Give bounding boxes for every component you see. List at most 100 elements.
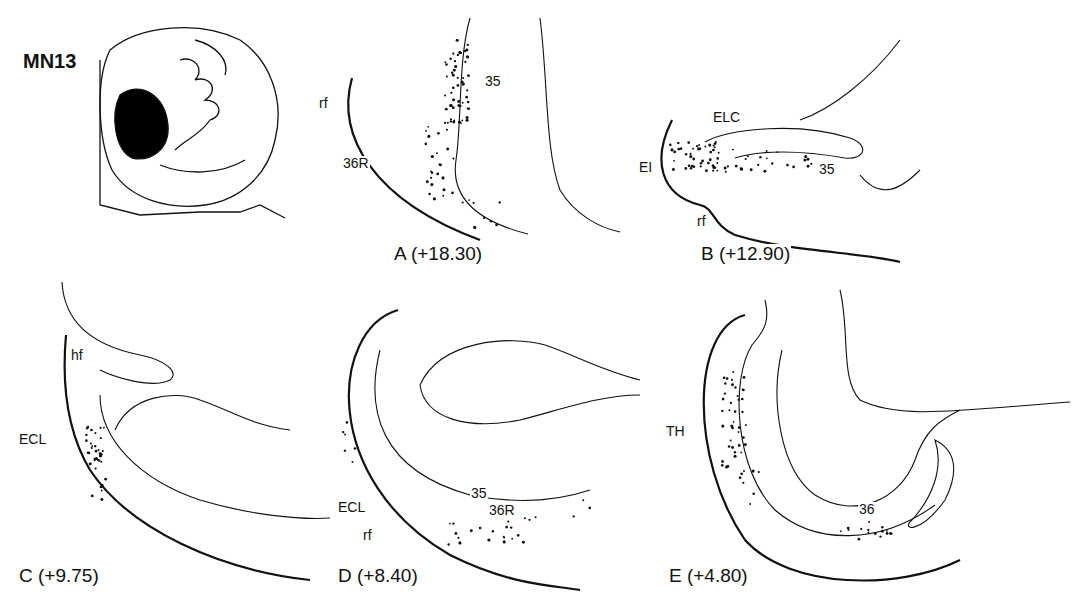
- area-label: rf: [696, 214, 707, 229]
- labeled-cell: [696, 145, 698, 147]
- labeled-cell: [462, 83, 465, 86]
- labeled-cell: [452, 106, 455, 109]
- labeled-cell: [503, 540, 506, 543]
- labeled-cell: [426, 180, 429, 183]
- labeled-cell: [467, 101, 470, 104]
- labeled-cell: [445, 108, 448, 111]
- area-label: rf: [362, 528, 373, 543]
- area-label: ECL: [337, 500, 366, 515]
- labeled-cell: [452, 98, 455, 101]
- labeled-cell: [734, 455, 737, 458]
- labeled-cell: [344, 450, 346, 452]
- labeled-cell: [499, 201, 501, 203]
- labeled-cell: [692, 158, 695, 161]
- area-label: 35: [818, 162, 836, 177]
- labeled-cell: [732, 149, 734, 151]
- labeled-cell: [749, 503, 751, 505]
- labeled-cell: [724, 382, 726, 384]
- labeled-cell: [724, 393, 726, 395]
- labeled-cell: [738, 431, 740, 433]
- labeled-cell: [524, 517, 526, 519]
- labeled-cell: [425, 130, 427, 132]
- labeled-cell: [747, 155, 749, 157]
- labeled-cell: [100, 437, 102, 439]
- labeled-cell: [712, 149, 715, 152]
- labeled-cell: [104, 478, 106, 480]
- labeled-cell: [87, 451, 90, 454]
- labeled-cell: [743, 376, 746, 379]
- labeled-cell: [730, 440, 732, 442]
- area-label: hf: [70, 348, 84, 363]
- labeled-cell: [503, 536, 505, 538]
- labeled-cell: [460, 122, 462, 124]
- labeled-cell: [879, 535, 881, 537]
- labeled-cell: [452, 121, 455, 124]
- labeled-cell: [450, 118, 452, 120]
- labeled-cell: [734, 451, 736, 453]
- area-label: 36R: [488, 503, 516, 518]
- labeled-cell: [457, 537, 459, 539]
- labeled-cell: [858, 538, 861, 541]
- area-label: 36: [858, 502, 876, 517]
- area-label: ELC: [712, 110, 741, 125]
- labeled-cell: [452, 53, 454, 55]
- labeled-cell: [91, 447, 93, 449]
- labeled-cell: [452, 74, 455, 77]
- labeled-cell: [712, 164, 715, 167]
- labeled-cell: [466, 89, 468, 91]
- labeled-cell: [453, 69, 456, 72]
- labeled-cell: [445, 63, 448, 66]
- labeled-cell: [442, 188, 445, 191]
- labeled-cell: [685, 153, 688, 156]
- labeled-cell: [722, 398, 725, 401]
- labeled-cell: [867, 532, 869, 534]
- labeled-cell: [700, 165, 702, 167]
- labeled-cell: [721, 460, 724, 463]
- labeled-cell: [452, 522, 454, 524]
- labeled-cell: [721, 425, 724, 428]
- labeled-cell: [459, 105, 461, 107]
- labeled-cell: [431, 172, 433, 174]
- labeled-cell: [757, 164, 759, 166]
- labeled-cell: [670, 148, 673, 151]
- labeled-cell: [535, 516, 537, 518]
- labeled-cell: [786, 164, 789, 167]
- labeled-cell: [699, 147, 702, 150]
- labeled-cell: [430, 177, 432, 179]
- labeled-cell: [744, 443, 747, 446]
- labeled-cell: [766, 157, 768, 159]
- labeled-cell: [487, 538, 490, 541]
- labeled-cell: [452, 86, 455, 89]
- labeled-cell: [700, 162, 703, 165]
- labeled-cell: [689, 155, 692, 158]
- labeled-cell: [458, 541, 461, 544]
- labeled-cell: [752, 492, 755, 495]
- labeled-cell: [464, 61, 466, 63]
- labeled-cell: [91, 445, 93, 447]
- labeled-cell: [462, 77, 464, 79]
- labeled-cell: [731, 379, 733, 381]
- labeled-cells: [85, 39, 893, 546]
- labeled-cell: [810, 163, 812, 165]
- labeled-cell: [454, 65, 457, 68]
- labeled-cell: [731, 383, 734, 386]
- labeled-cell: [457, 100, 460, 103]
- labeled-cell: [889, 532, 892, 535]
- labeled-cell: [687, 141, 690, 144]
- labeled-cell: [428, 135, 431, 138]
- labeled-cell: [465, 49, 468, 52]
- labeled-cell: [742, 389, 744, 391]
- labeled-cell: [677, 142, 679, 144]
- labeled-cell: [745, 424, 747, 426]
- labeled-cell: [758, 471, 760, 473]
- labeled-cell: [90, 443, 92, 445]
- section-c: [62, 282, 330, 580]
- labeled-cell: [454, 532, 457, 535]
- labeled-cell: [707, 162, 710, 165]
- labeled-cell: [449, 523, 451, 525]
- labeled-cell: [430, 183, 433, 186]
- labeled-cell: [731, 427, 734, 430]
- labeled-cell: [85, 439, 88, 442]
- labeled-cell: [462, 84, 464, 86]
- labeled-cell: [730, 402, 732, 404]
